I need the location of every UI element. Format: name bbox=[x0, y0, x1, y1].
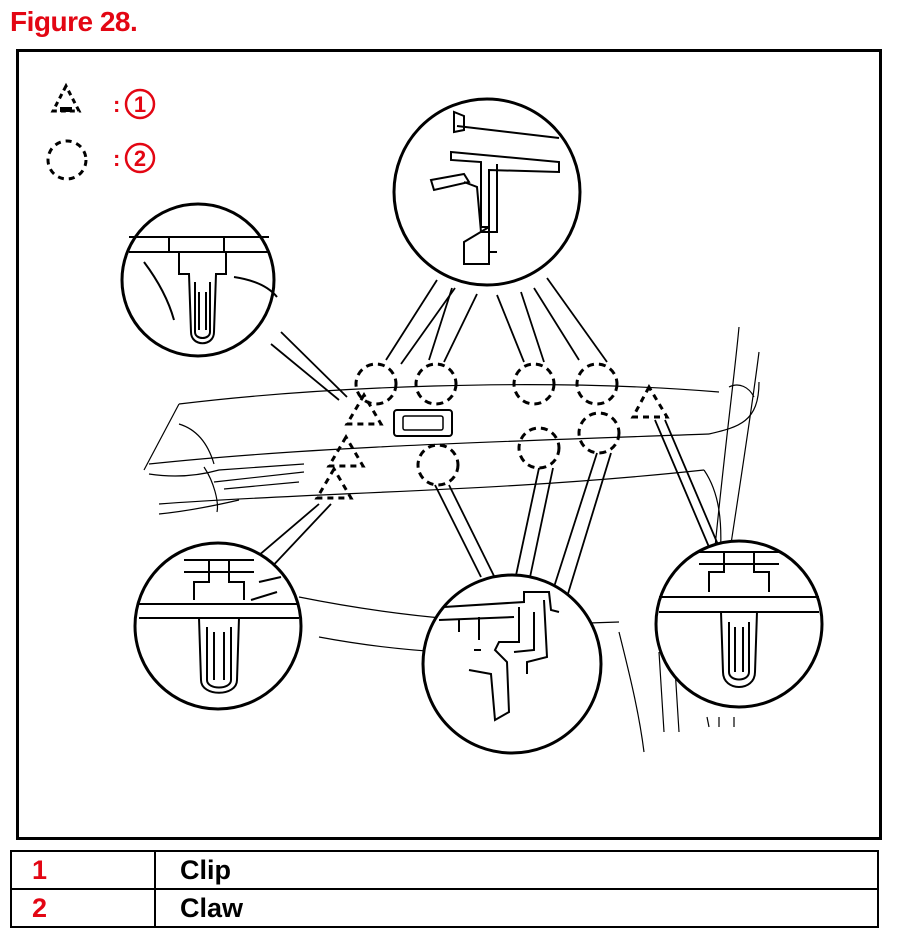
claw-marker bbox=[577, 411, 621, 455]
legend-triangle-base bbox=[60, 107, 72, 112]
claw-marker bbox=[517, 426, 561, 470]
clip-marker bbox=[326, 434, 366, 468]
detail-clip-top-left bbox=[120, 202, 278, 358]
legend-number-1: 1 bbox=[134, 92, 146, 117]
table-row: 2 Claw bbox=[10, 888, 879, 928]
claw-marker bbox=[414, 362, 458, 406]
figure-title: Figure 28. bbox=[10, 6, 138, 37]
clip-marker bbox=[314, 466, 354, 500]
claw-marker bbox=[354, 362, 398, 406]
legend-number-circle-1 bbox=[124, 88, 156, 120]
legend-key: : 1 : 2 bbox=[46, 82, 156, 181]
diagram-frame: : 1 : 2 bbox=[16, 49, 882, 840]
part-number-cell: 2 bbox=[10, 888, 156, 928]
leader-lines bbox=[250, 277, 720, 598]
detail-clip-bottom-right bbox=[654, 539, 824, 709]
clip-locations bbox=[314, 383, 670, 500]
legend-separator-1: : bbox=[113, 92, 120, 117]
part-name-cell: Clip bbox=[154, 850, 879, 890]
claw-marker bbox=[512, 362, 556, 406]
legend-number-circle-2 bbox=[124, 142, 156, 174]
part-name-cell: Claw bbox=[154, 888, 879, 928]
legend-separator-2: : bbox=[113, 146, 120, 171]
detail-claw-bottom bbox=[421, 573, 603, 755]
detail-claw-top bbox=[392, 97, 582, 287]
claw-marker bbox=[416, 443, 460, 487]
claw-locations bbox=[354, 362, 621, 487]
clip-claw-diagram: : 1 : 2 bbox=[46, 82, 824, 755]
clip-marker bbox=[630, 383, 670, 419]
detail-clip-bottom-left bbox=[133, 541, 303, 711]
clip-marker bbox=[344, 392, 384, 426]
parts-table: 1 Clip 2 Claw bbox=[10, 850, 879, 928]
part-number-cell: 1 bbox=[10, 850, 156, 890]
claw-marker bbox=[575, 362, 619, 406]
legend-circle-icon bbox=[46, 139, 88, 181]
table-row: 1 Clip bbox=[10, 850, 879, 890]
legend-number-2: 2 bbox=[134, 146, 146, 171]
